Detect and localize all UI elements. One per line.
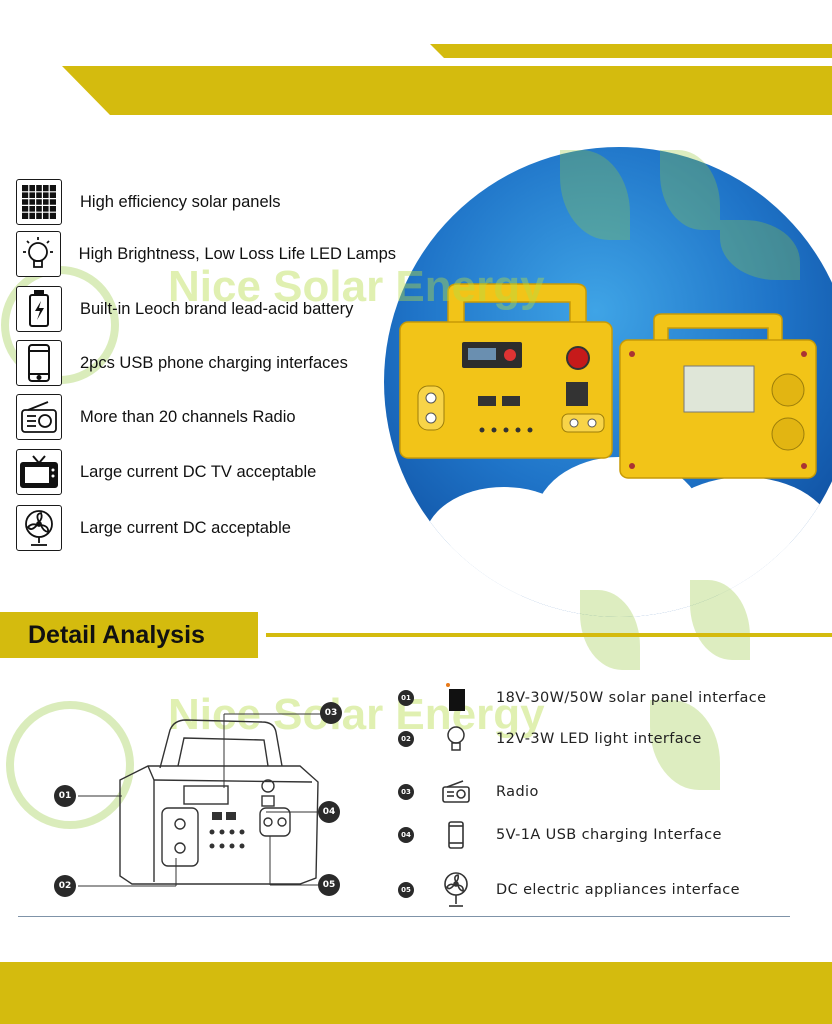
tv-icon <box>16 449 62 495</box>
product-back-image <box>619 313 817 479</box>
feature-text: Built-in Leoch brand lead-acid battery <box>80 299 354 318</box>
section-divider <box>18 916 790 917</box>
feature-row-radio: More than 20 channels Radio <box>16 391 396 443</box>
callout-badge: 03 <box>320 702 342 724</box>
product-front-image <box>399 283 613 459</box>
radio-icon <box>16 394 62 440</box>
feature-text: Large current DC TV acceptable <box>80 462 317 481</box>
feature-text: High efficiency solar panels <box>80 192 281 211</box>
detail-analysis-title: Detail Analysis <box>28 620 205 649</box>
detail-header-line <box>266 633 832 637</box>
number-badge: 01 <box>398 690 414 706</box>
legend-row-solar: 01 18V-30W/50W solar panel interface <box>398 681 818 715</box>
legend-text: 18V-30W/50W solar panel interface <box>496 690 767 706</box>
bottom-accent-band <box>0 962 832 1024</box>
feature-row-battery: Built-in Leoch brand lead-acid battery <box>16 283 396 335</box>
solar-panel-icon <box>436 681 476 715</box>
feature-row-usb: 2pcs USB phone charging interfaces <box>16 337 396 389</box>
number-badge: 04 <box>398 827 414 843</box>
number-badge: 03 <box>398 784 414 800</box>
callout-badge: 02 <box>54 875 76 897</box>
watermark-text: Nice Solar Energy <box>168 262 545 311</box>
fan-icon <box>16 505 62 551</box>
number-badge: 02 <box>398 731 414 747</box>
product-line-drawing <box>78 713 340 887</box>
feature-text: High Brightness, Low Loss Life LED Lamps <box>78 244 396 263</box>
feature-row-solar: High efficiency solar panels <box>16 176 396 228</box>
light-bulb-icon <box>436 722 476 756</box>
fan-icon <box>436 872 476 907</box>
phone-icon <box>436 818 476 852</box>
legend-row-led: 02 12V-3W LED light interface <box>398 722 818 756</box>
top-accent-band <box>62 66 832 115</box>
feature-text: 2pcs USB phone charging interfaces <box>80 353 348 372</box>
legend-row-radio: 03 Radio <box>398 775 818 809</box>
feature-row-led: High Brightness, Low Loss Life LED Lamps <box>16 228 396 280</box>
feature-row-tv: Large current DC TV acceptable <box>16 446 396 498</box>
legend-text: Radio <box>496 784 539 800</box>
callout-badge: 04 <box>318 801 340 823</box>
detail-analysis-header: Detail Analysis <box>0 612 258 658</box>
top-accent-band-small <box>430 44 832 58</box>
legend-row-fan: 05 DC electric appliances interface <box>398 872 818 907</box>
solar-panel-icon <box>16 179 62 225</box>
legend-text: 5V-1A USB charging Interface <box>496 827 722 843</box>
radio-icon <box>436 775 476 809</box>
legend-text: DC electric appliances interface <box>496 882 740 898</box>
number-badge: 05 <box>398 882 414 898</box>
callout-badge: 05 <box>318 874 340 896</box>
phone-icon <box>16 340 62 386</box>
battery-icon <box>16 286 62 332</box>
feature-row-fan: Large current DC acceptable <box>16 502 396 554</box>
light-bulb-icon <box>16 231 61 277</box>
callout-badge: 01 <box>54 785 76 807</box>
feature-text: Large current DC acceptable <box>80 518 291 537</box>
feature-text: More than 20 channels Radio <box>80 407 296 426</box>
legend-text: 12V-3W LED light interface <box>496 731 702 747</box>
legend-row-usb: 04 5V-1A USB charging Interface <box>398 818 818 852</box>
watermark-logo <box>6 701 134 829</box>
